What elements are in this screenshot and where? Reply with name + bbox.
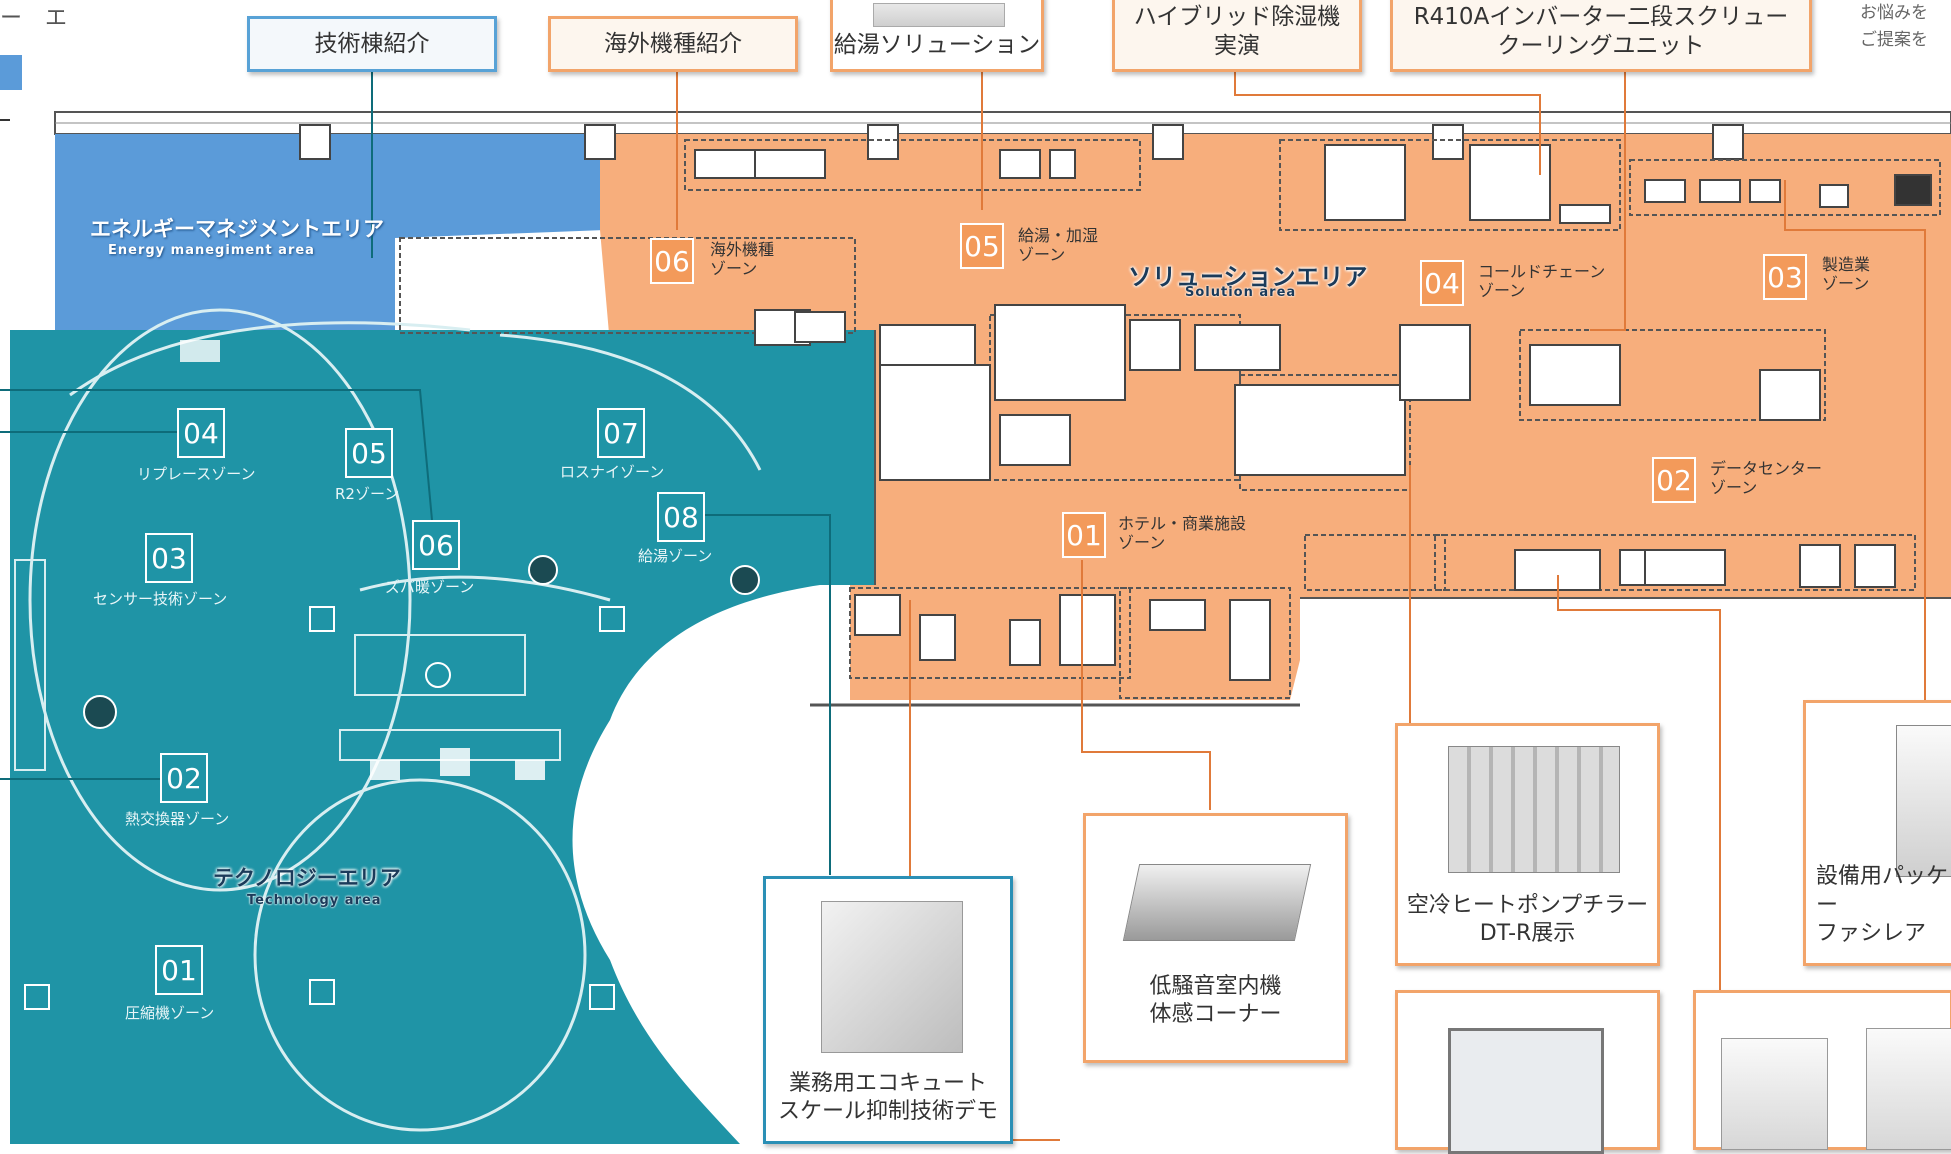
tech-zone-07-number[interactable]: 07 (597, 408, 645, 458)
tech-zone-04-label: リプレースゾーン (137, 465, 256, 483)
tech-zone-03-number[interactable]: 03 (145, 533, 193, 583)
solution-zone-01-label: ホテル・商業施設 ゾーン (1118, 514, 1247, 553)
solution-zone-04-number[interactable]: 04 (1420, 260, 1464, 306)
solution-zone-02-label: データセンター ゾーン (1710, 459, 1823, 498)
low-noise-indoor-label: 低騒音室内機 体感コーナー (1149, 973, 1282, 1028)
tech-ring-large (28, 308, 412, 892)
header-fragment: ー エ (0, 6, 75, 31)
product-controller-panel (1395, 990, 1660, 1154)
solution-area-subtitle: Solution area (1185, 285, 1297, 300)
solution-zone-02-number[interactable]: 02 (1652, 457, 1696, 503)
chiller-image (1448, 746, 1620, 873)
callout-r410a-cooling-unit: R410Aインバーター二段スクリュー クーリングユニット (1390, 0, 1812, 72)
tech-zone-01-label: 圧縮機ゾーン (125, 1004, 215, 1022)
energy-area-region (55, 134, 610, 330)
solution-zone-04-label: コールドチェーン ゾーン (1478, 262, 1606, 301)
tech-zone-01-number[interactable]: 01 (155, 945, 203, 995)
heat-pump-chiller-label: 空冷ヒートポンプチラー DT-R展示 (1406, 892, 1649, 947)
hot-water-solution-label: 給湯ソリューション (833, 32, 1041, 58)
product-unit-display (1693, 990, 1951, 1150)
facility-package-label: 設備用パッケー ファシレア (1816, 864, 1949, 947)
unit-image-2 (1866, 1028, 1951, 1150)
solution-zone-03-number[interactable]: 03 (1763, 254, 1807, 300)
water-heater-image (873, 3, 1005, 27)
solution-zone-06-label: 海外機種 ゾーン (710, 240, 775, 279)
solution-zone-03-label: 製造業 ゾーン (1822, 255, 1871, 294)
side-note: お悩みを ご提案を (1860, 3, 1928, 51)
controller-image (1448, 1028, 1604, 1154)
tech-zone-02-label: 熱交換器ゾーン (125, 810, 230, 828)
callout-tech-building: 技術棟紹介 (247, 16, 497, 72)
technology-area-subtitle: Technology area (247, 893, 382, 908)
product-facility-package: 設備用パッケー ファシレア (1803, 700, 1951, 966)
solution-area-title: ソリューションエリア (1128, 263, 1368, 291)
tech-zone-05-number[interactable]: 05 (345, 428, 393, 478)
energy-area-title: エネルギーマネジメントエリア (90, 217, 384, 241)
tech-zone-05-label: R2ゾーン (335, 485, 400, 503)
eco-cute-label: 業務用エコキュート スケール抑制技術デモ (777, 1070, 998, 1125)
unit-image (1721, 1038, 1828, 1150)
eco-cute-image (821, 901, 963, 1053)
tech-zone-06-number[interactable]: 06 (412, 520, 460, 570)
tech-ring-round (253, 778, 587, 1132)
indoor-unit-image (1122, 864, 1312, 941)
tech-zone-08-label: 給湯ゾーン (638, 547, 713, 565)
product-eco-cute: 業務用エコキュート スケール抑制技術デモ (763, 876, 1013, 1144)
solution-zone-05-label: 給湯・加湿 ゾーン (1018, 226, 1099, 265)
callout-hot-water-solution: 給湯ソリューション (830, 0, 1044, 72)
product-heat-pump-chiller: 空冷ヒートポンプチラー DT-R展示 (1395, 723, 1660, 966)
tech-zone-08-number[interactable]: 08 (657, 492, 705, 542)
tech-zone-03-label: センサー技術ゾーン (93, 590, 228, 608)
package-unit-image (1896, 725, 1951, 877)
tech-zone-07-label: ロスナイゾーン (560, 463, 665, 481)
callout-hybrid-dehumidifier: ハイブリッド除湿機 実演 (1112, 0, 1362, 72)
energy-area-subtitle: Energy manegiment area (108, 243, 315, 258)
callout-overseas-models: 海外機種紹介 (548, 16, 798, 72)
solution-zone-06-number[interactable]: 06 (650, 238, 694, 284)
tech-zone-04-number[interactable]: 04 (177, 408, 225, 458)
tech-zone-02-number[interactable]: 02 (160, 753, 208, 803)
solution-zone-01-number[interactable]: 01 (1062, 512, 1106, 558)
solution-zone-05-number[interactable]: 05 (960, 223, 1004, 269)
tech-zone-06-label: ズバ暖ゾーン (385, 578, 475, 596)
technology-area-title: テクノロジーエリア (213, 866, 401, 890)
product-low-noise-indoor: 低騒音室内機 体感コーナー (1083, 813, 1348, 1063)
